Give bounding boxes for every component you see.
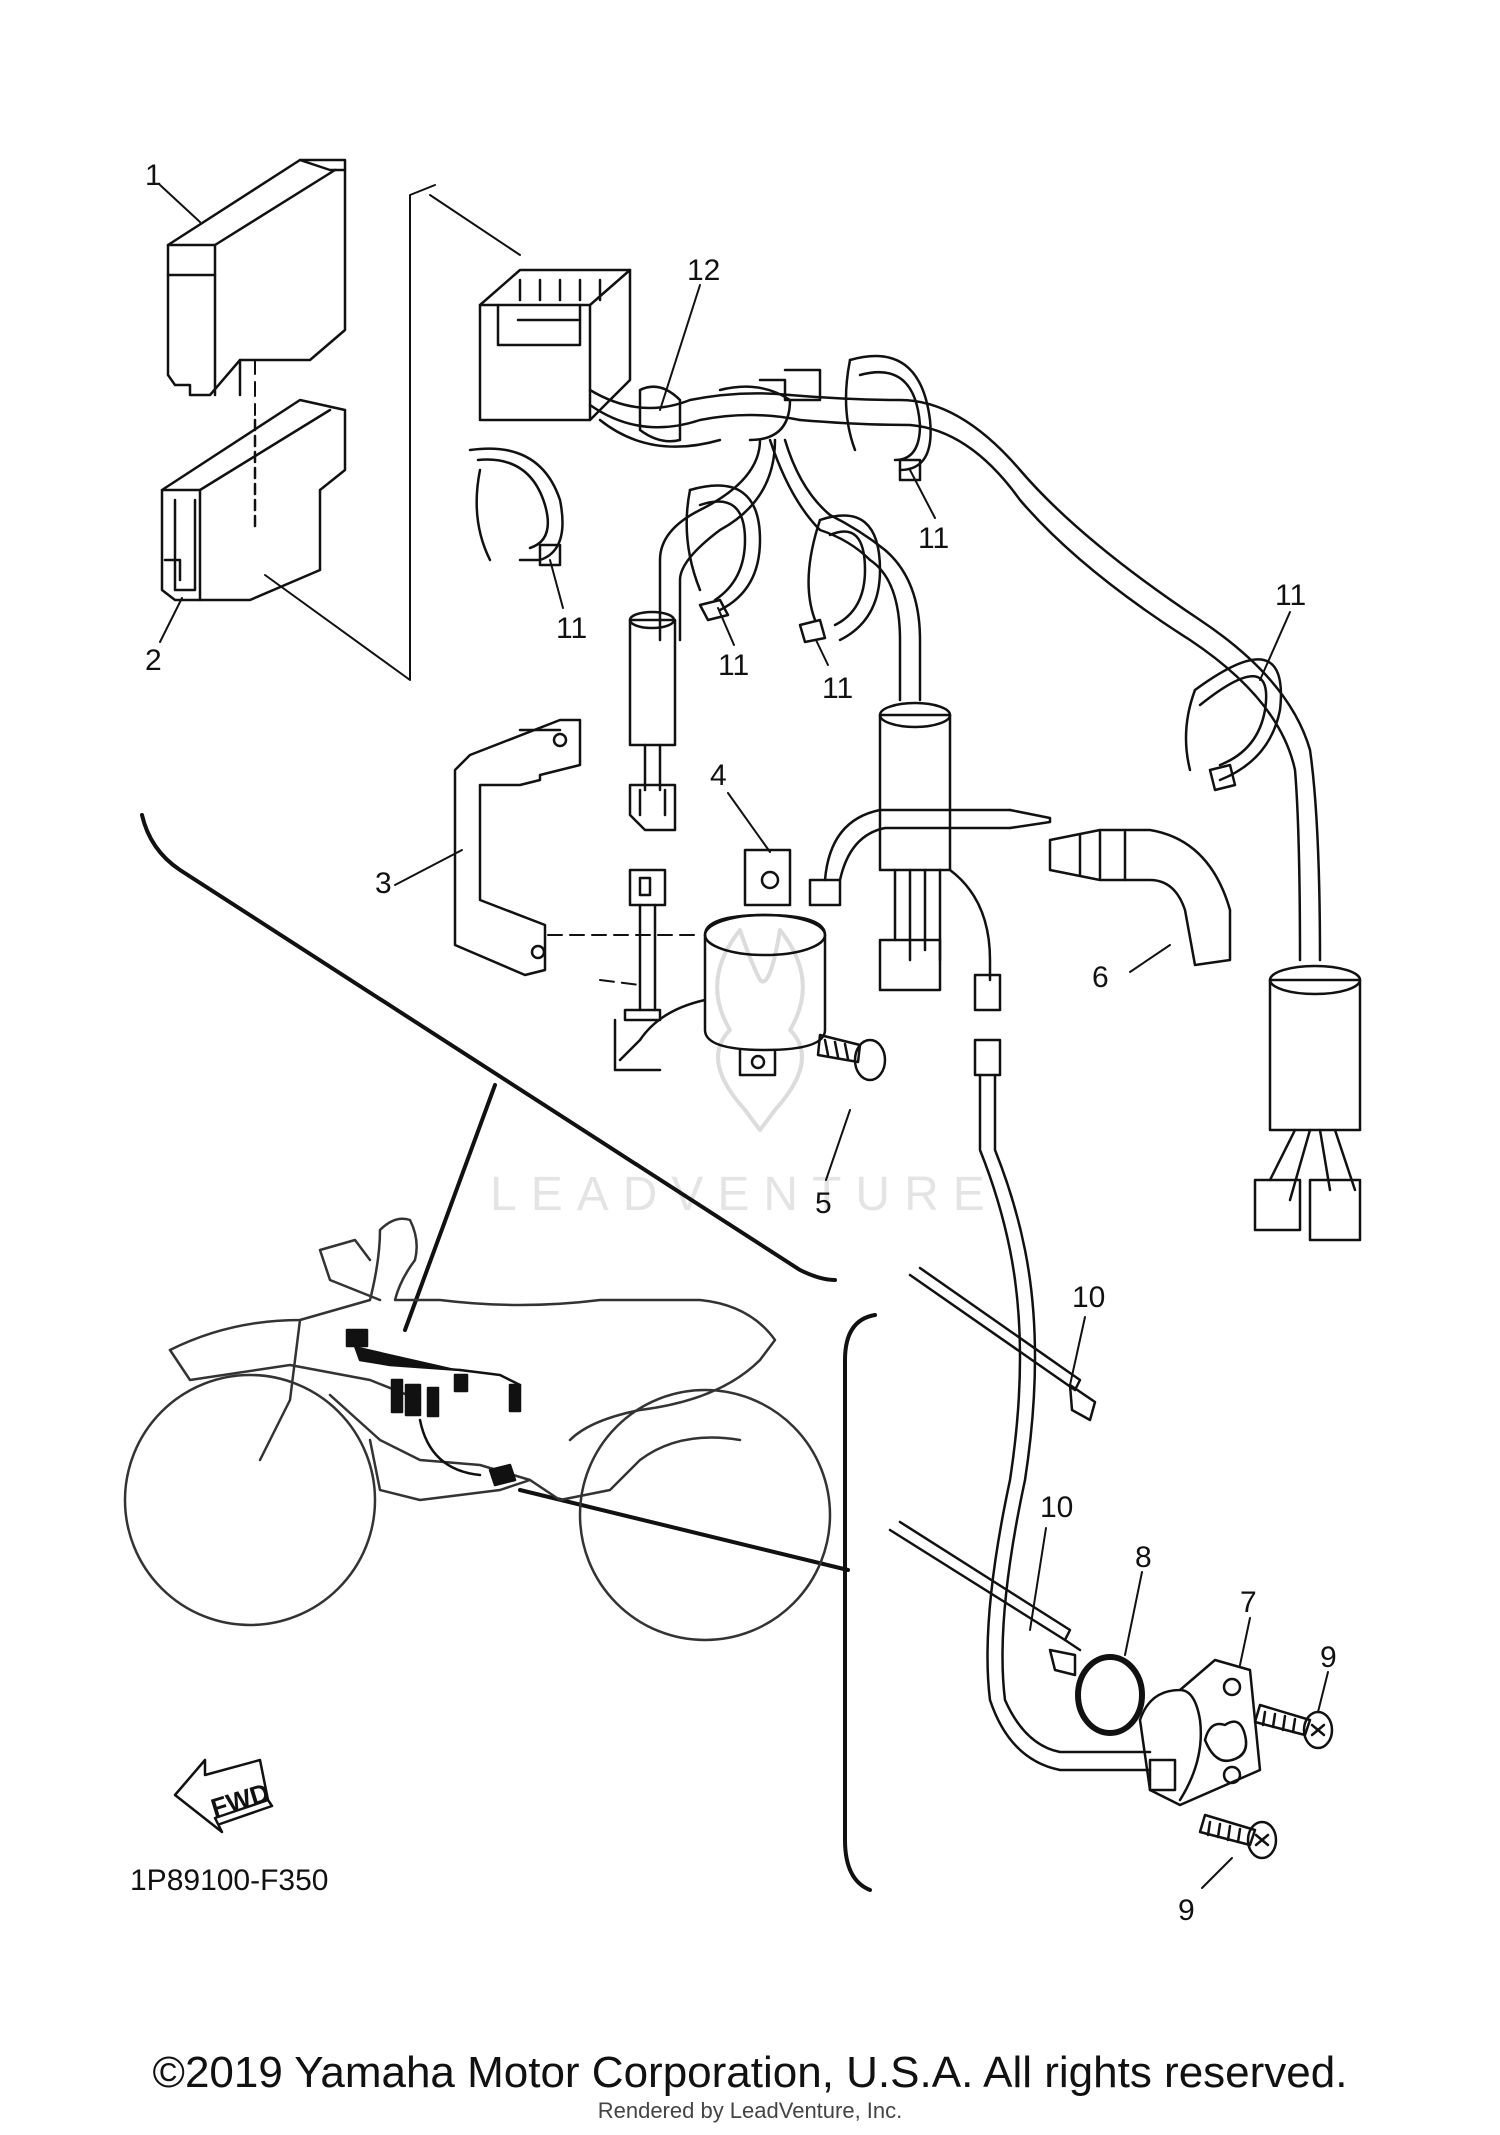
zoom-callout-frame [140, 813, 877, 1892]
locator-highlight-parts [345, 1328, 522, 1487]
watermark-text: LEADVENTURE [490, 1168, 999, 1221]
cable-tie-11e [1184, 658, 1283, 792]
ecu-rubber-holder [160, 398, 347, 602]
coil-connector [613, 868, 667, 1072]
callout-11-c: 11 [822, 672, 853, 705]
callout-11-e: 11 [1275, 579, 1306, 612]
motorcycle-locator [123, 1217, 832, 1642]
ignition-coil [618, 808, 1052, 1077]
sensor-screw-lower [1198, 1813, 1278, 1860]
callout-10-lower: 10 [1040, 1491, 1073, 1524]
callout-9-upper: 9 [1320, 1641, 1337, 1674]
spark-plug-cap [1048, 828, 1232, 967]
wire-sleeve-right [1253, 964, 1362, 1242]
main-wire-harness [588, 368, 1322, 962]
callout-11-a: 11 [556, 612, 587, 645]
callout-3: 3 [375, 867, 392, 900]
drawing-code: 1P89100-F350 [130, 1864, 329, 1897]
wire-sleeve-left [628, 610, 677, 832]
callout-4: 4 [710, 759, 727, 792]
cable-tie-11d [844, 354, 932, 482]
cable-tie-11c [798, 514, 882, 644]
callout-10-upper: 10 [1072, 1281, 1105, 1314]
callout-12: 12 [687, 254, 720, 287]
callout-11-b: 11 [718, 649, 749, 682]
sensor-wire [973, 1038, 1152, 1772]
callout-9-lower: 9 [1178, 1894, 1195, 1927]
cable-strap-10a [908, 1266, 1097, 1422]
ecu-unit [166, 158, 347, 397]
coil-bolt [816, 1033, 887, 1082]
cable-tie-11b [685, 484, 762, 622]
leadventure-watermark: LEADVENTURE [490, 928, 999, 1221]
o-ring [1075, 1654, 1145, 1736]
sensor-screw-upper [1253, 1703, 1334, 1750]
callout-11-d: 11 [918, 522, 949, 555]
rendered-by-credit: Rendered by LeadVenture, Inc. [597, 2098, 903, 2123]
callout-7: 7 [1240, 1586, 1257, 1619]
cable-strap-10b [888, 1520, 1082, 1677]
mounting-bracket [453, 718, 582, 977]
callout-2: 2 [145, 644, 162, 677]
callout-8: 8 [1135, 1541, 1152, 1574]
wire-harness-connector [478, 268, 632, 422]
callout-5: 5 [815, 1187, 832, 1220]
wire-sleeve-center [878, 701, 1002, 1012]
position-sensor [1138, 1658, 1262, 1807]
cable-tie-11a [468, 447, 564, 567]
assembly-guide-lines [254, 184, 701, 986]
callout-leader-lines [159, 184, 1329, 1889]
callout-6: 6 [1092, 961, 1109, 994]
forward-direction-arrow: FWD [173, 1758, 274, 1834]
callout-labels: 1 2 3 4 5 6 7 8 9 9 10 10 11 11 11 11 11… [145, 159, 1337, 1927]
callout-1: 1 [145, 159, 162, 192]
copyright-notice: ©2019 Yamaha Motor Corporation, U.S.A. A… [152, 2048, 1348, 2097]
